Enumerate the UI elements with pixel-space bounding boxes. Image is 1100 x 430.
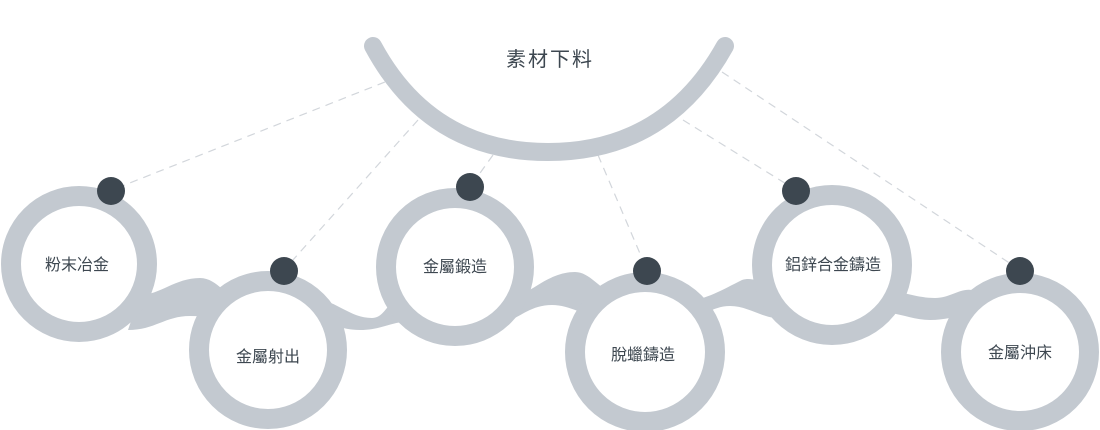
dot-6 (1006, 257, 1034, 285)
connector-lines (111, 71, 1021, 271)
node-dots (97, 173, 1034, 285)
dot-1 (97, 177, 125, 205)
connector-line-6 (721, 71, 1021, 271)
ring-metal-forging (376, 188, 534, 346)
dot-3 (456, 173, 484, 201)
ring-powder-metallurgy (1, 186, 157, 342)
node-label: 脫蠟鑄造 (611, 345, 675, 364)
connector-line-5 (682, 119, 797, 191)
ring-zinc-aluminum-casting (752, 185, 912, 345)
dot-5 (782, 177, 810, 205)
connector-line-4 (597, 154, 648, 271)
ring-metal-injection (189, 271, 347, 429)
node-label: 粉末冶金 (45, 255, 109, 274)
source-arc (364, 37, 734, 162)
node-label: 金屬沖床 (988, 343, 1052, 362)
dot-2 (270, 257, 298, 285)
node-label: 金屬射出 (236, 347, 300, 366)
dot-4 (633, 257, 661, 285)
connector-line-1 (111, 81, 386, 191)
page-title: 素材下料 (506, 47, 594, 71)
connector-line-2 (283, 119, 419, 271)
node-label: 鋁鋅合金鑄造 (785, 255, 881, 274)
node-labels: 粉末冶金 金屬射出 金屬鍛造 脫蠟鑄造 鋁鋅合金鑄造 金屬沖床 (45, 255, 1052, 366)
node-label: 金屬鍛造 (423, 257, 487, 276)
